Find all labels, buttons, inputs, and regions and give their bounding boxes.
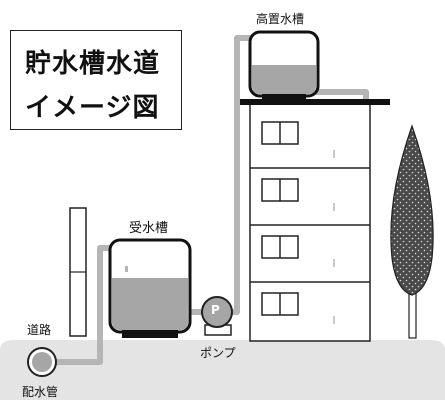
road-label: 道路 [27, 323, 52, 337]
title-box: 貯水槽水道 イメージ図 [10, 30, 182, 130]
receiving-tank-label: 受水槽 [129, 221, 169, 236]
receiving-tank [108, 238, 192, 338]
elevated-tank-label: 高置水槽 [256, 12, 305, 26]
distribution-pipe-label: 配水管 [22, 385, 59, 399]
elevated-tank [248, 30, 320, 100]
distribution-pipe [27, 347, 57, 377]
pump-label: ポンプ [200, 346, 236, 360]
building-windows [261, 121, 299, 316]
road-post [69, 207, 87, 337]
ground [0, 340, 445, 400]
pump-symbol: P [211, 303, 220, 317]
title-line-2: イメージ図 [25, 93, 160, 123]
title-line-1: 貯水槽水道 [25, 49, 161, 79]
pump [201, 296, 233, 336]
tree [390, 124, 434, 339]
